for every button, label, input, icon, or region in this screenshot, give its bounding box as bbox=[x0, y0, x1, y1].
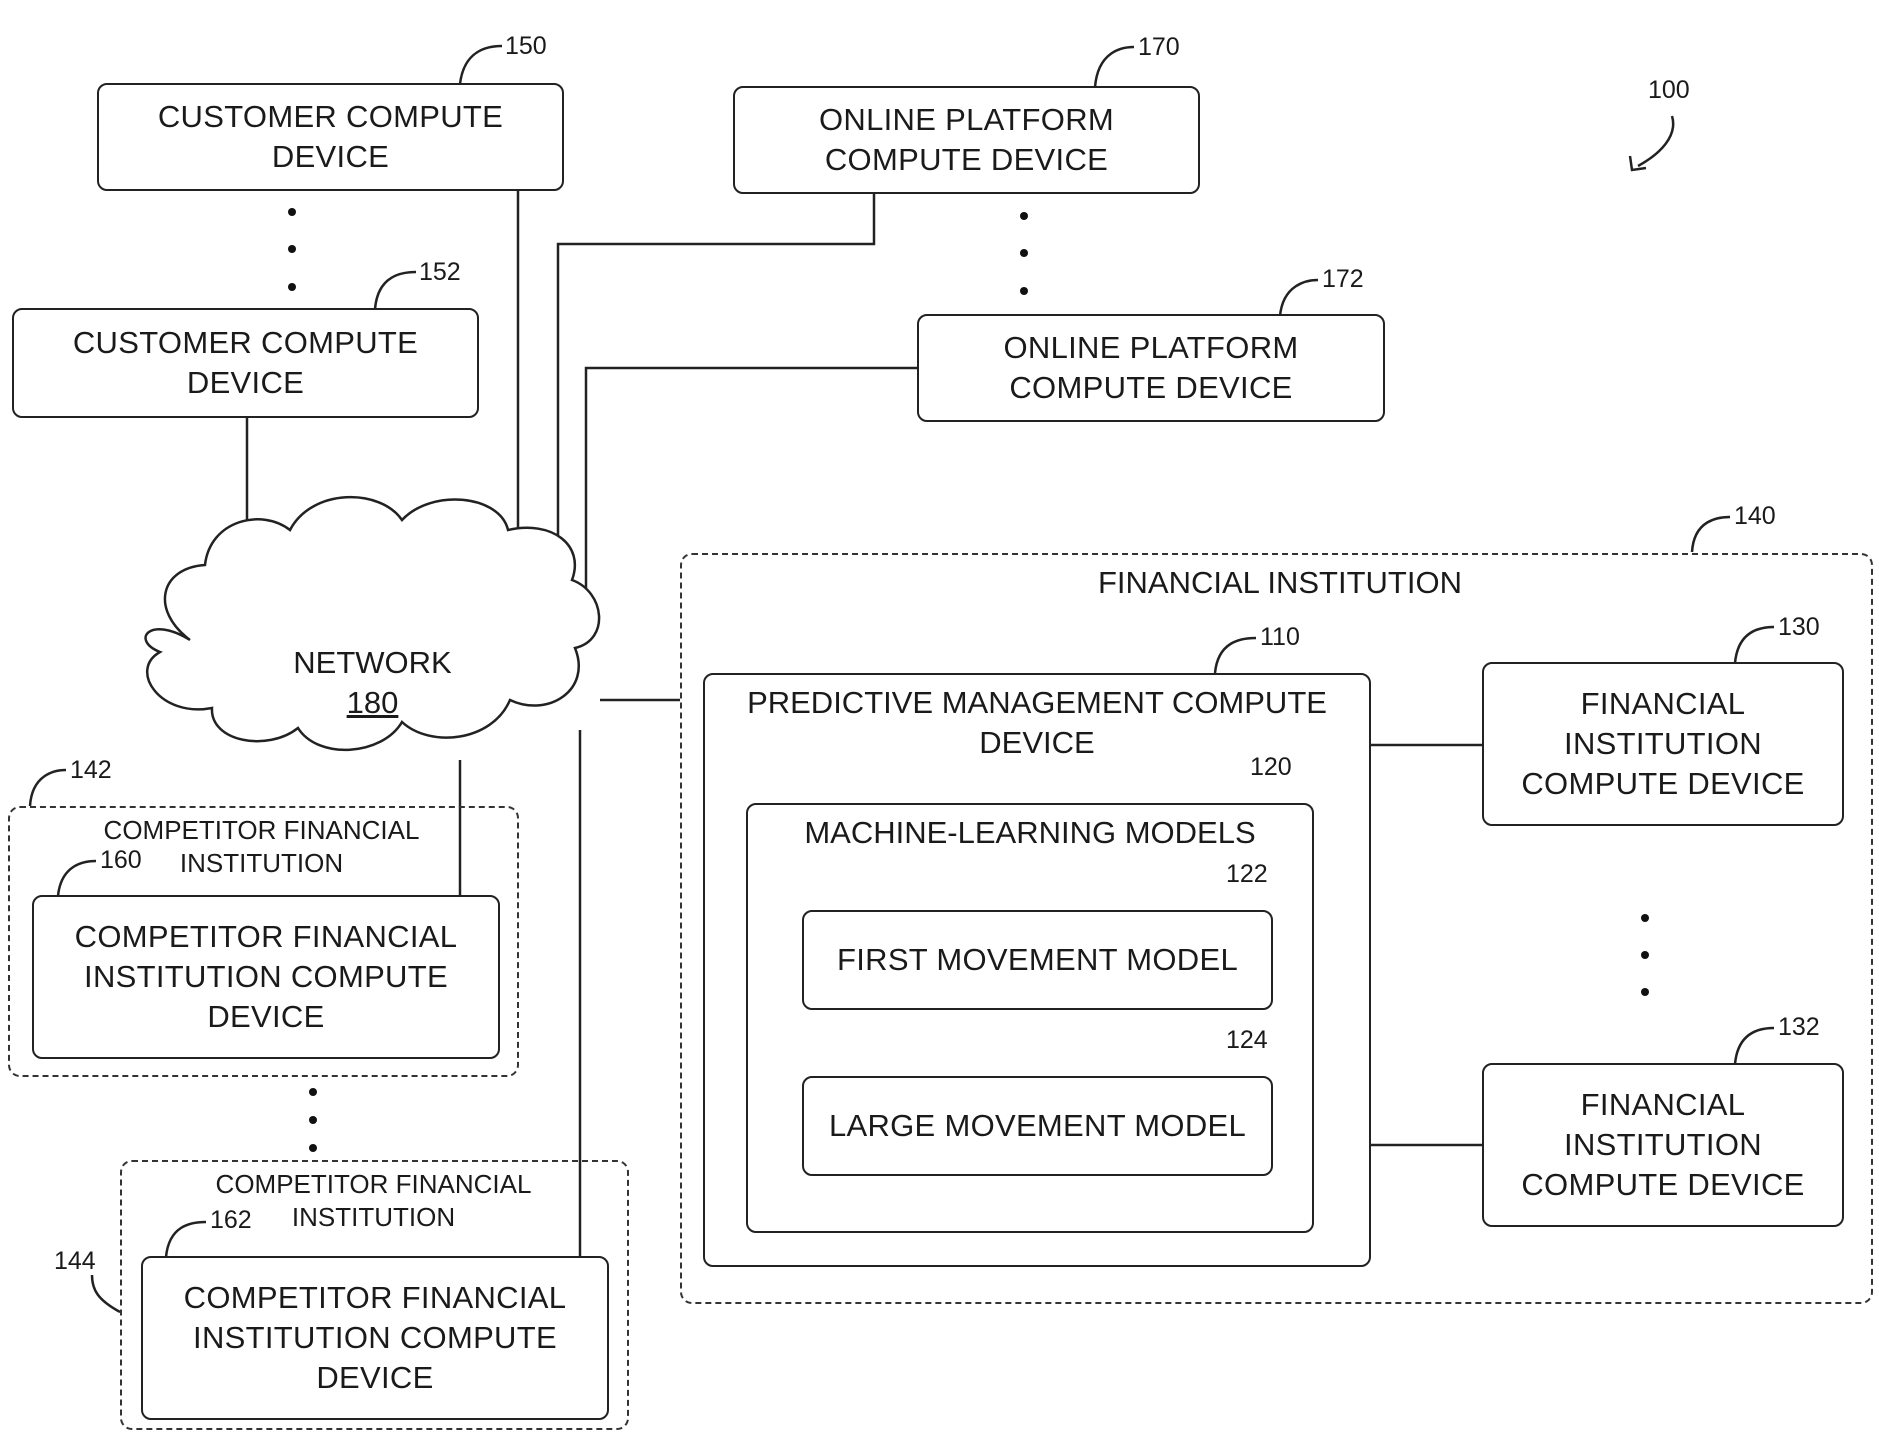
ellipsis-dot bbox=[1020, 212, 1028, 220]
competitor-compute-device-160: COMPETITOR FINANCIAL INSTITUTION COMPUTE… bbox=[32, 895, 500, 1059]
ref-120: 120 bbox=[1250, 753, 1292, 781]
financial-institution-compute-device-130: FINANCIAL INSTITUTION COMPUTE DEVICE bbox=[1482, 662, 1844, 826]
financial-institution-label: FINANCIAL INSTITUTION bbox=[980, 563, 1580, 603]
leader-150 bbox=[460, 46, 502, 84]
ref-152: 152 bbox=[419, 258, 461, 286]
ref-144: 144 bbox=[54, 1247, 96, 1275]
ref-150: 150 bbox=[505, 32, 547, 60]
ref-132: 132 bbox=[1778, 1013, 1820, 1041]
leader-100 bbox=[1638, 116, 1673, 166]
ref-142: 142 bbox=[70, 756, 112, 784]
ref-160: 160 bbox=[100, 846, 142, 874]
ellipsis-dot bbox=[309, 1088, 317, 1096]
ellipsis-dot bbox=[288, 208, 296, 216]
ref-162: 162 bbox=[210, 1206, 252, 1234]
leader-144 bbox=[92, 1275, 120, 1312]
ref-170: 170 bbox=[1138, 33, 1180, 61]
ref-110: 110 bbox=[1260, 623, 1300, 651]
ref-124: 124 bbox=[1226, 1026, 1268, 1054]
leader-152 bbox=[375, 272, 416, 309]
ref-140: 140 bbox=[1734, 502, 1776, 530]
network-label: NETWORK 180 bbox=[255, 643, 490, 723]
ellipsis-dot bbox=[309, 1144, 317, 1152]
network-name: NETWORK bbox=[255, 643, 490, 683]
leader-170 bbox=[1095, 47, 1134, 87]
ellipsis-dot bbox=[309, 1116, 317, 1124]
leader-142 bbox=[30, 770, 66, 806]
ref-172: 172 bbox=[1322, 265, 1364, 293]
ellipsis-dot bbox=[1020, 249, 1028, 257]
financial-institution-compute-device-132: FINANCIAL INSTITUTION COMPUTE DEVICE bbox=[1482, 1063, 1844, 1227]
customer-compute-device-150: CUSTOMER COMPUTE DEVICE bbox=[97, 83, 564, 191]
ref-100: 100 bbox=[1648, 76, 1690, 104]
ellipsis-dot bbox=[288, 283, 296, 291]
customer-compute-device-152: CUSTOMER COMPUTE DEVICE bbox=[12, 308, 479, 418]
ref-122: 122 bbox=[1226, 860, 1268, 888]
large-movement-model: LARGE MOVEMENT MODEL bbox=[802, 1076, 1273, 1176]
online-platform-compute-device-170: ONLINE PLATFORM COMPUTE DEVICE bbox=[733, 86, 1200, 194]
ellipsis-dot bbox=[288, 245, 296, 253]
network-ref: 180 bbox=[255, 683, 490, 723]
online-platform-compute-device-172: ONLINE PLATFORM COMPUTE DEVICE bbox=[917, 314, 1385, 422]
leader-172 bbox=[1280, 280, 1318, 316]
machine-learning-models-label: MACHINE-LEARNING MODELS bbox=[746, 813, 1314, 853]
ref-130: 130 bbox=[1778, 613, 1820, 641]
predictive-management-label: PREDICTIVE MANAGEMENT COMPUTE DEVICE bbox=[703, 683, 1371, 763]
leader-140 bbox=[1692, 517, 1730, 552]
first-movement-model: FIRST MOVEMENT MODEL bbox=[802, 910, 1273, 1010]
competitor-compute-device-162: COMPETITOR FINANCIAL INSTITUTION COMPUTE… bbox=[141, 1256, 609, 1420]
ellipsis-dot bbox=[1020, 287, 1028, 295]
